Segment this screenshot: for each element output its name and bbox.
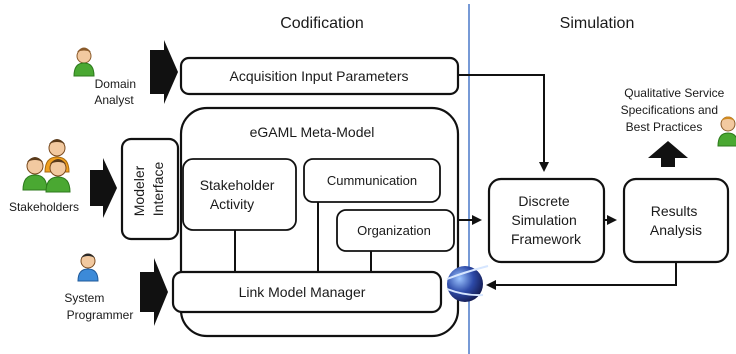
system-programmer-block-arrow <box>140 258 168 326</box>
stakeholders-label: Stakeholders <box>9 200 79 214</box>
domain-analyst-block-arrow <box>150 40 178 104</box>
organization-box <box>336 209 455 252</box>
modeler-interface-box <box>120 137 180 241</box>
communication-label: Cummunication <box>327 173 417 188</box>
stakeholder-activity-box <box>182 158 297 231</box>
organization-label: Organization <box>357 223 431 238</box>
domain-analyst-label: Domain Analyst <box>94 77 139 107</box>
eclipse-logo-icon <box>446 265 489 302</box>
communication-box <box>303 158 441 203</box>
results-output-up-arrow <box>648 141 688 167</box>
system-programmer-person-icon <box>77 253 99 282</box>
stakeholders-block-arrow <box>90 158 117 218</box>
modeler-interface-label: Modeler Interface <box>131 162 166 217</box>
meta-model-title: eGAML Meta-Model <box>250 124 375 140</box>
stakeholder-activity-label: Stakeholder Activity <box>200 177 279 212</box>
results-to-link-manager-arrow <box>486 262 677 290</box>
results-analysis-label: Results Analysis <box>650 203 702 238</box>
acquisition-input-parameters-label: Acquisition Input Parameters <box>230 68 409 84</box>
link-model-manager-label: Link Model Manager <box>239 284 366 300</box>
simulation-header: Simulation <box>560 15 635 32</box>
link-model-manager-box <box>171 270 443 314</box>
domain-analyst-person-icon <box>73 47 95 77</box>
discrete-simulation-framework-label: Discrete Simulation Framework <box>511 193 582 247</box>
output-person-icon <box>717 116 736 147</box>
codification-header: Codification <box>280 15 364 32</box>
system-programmer-label: System Programmer <box>64 291 133 322</box>
results-analysis-box <box>622 177 730 264</box>
qualitative-service-label: Qualitative Service Specifications and B… <box>621 86 728 134</box>
stakeholders-group-icon <box>22 139 71 193</box>
acquisition-to-simulation-arrow <box>458 74 549 172</box>
